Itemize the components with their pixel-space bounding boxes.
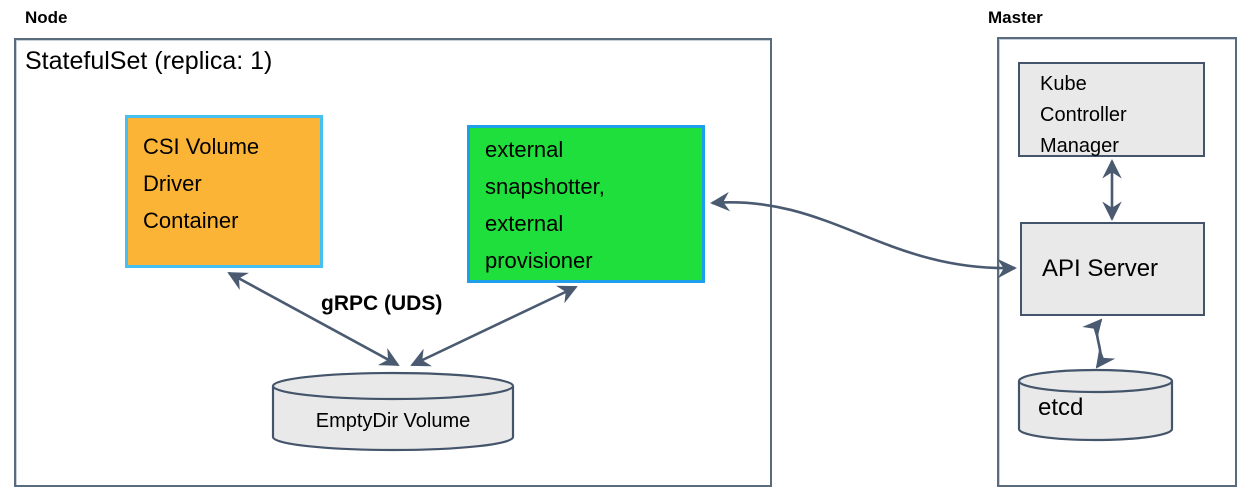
node-region-label: Node bbox=[25, 8, 68, 27]
grpc-uds-label: gRPC (UDS) bbox=[321, 292, 443, 315]
statefulset-title: StatefulSet (replica: 1) bbox=[25, 47, 273, 75]
etcd-label: etcd bbox=[1038, 394, 1084, 421]
external-sidecars-box: external snapshotter, external provision… bbox=[467, 125, 705, 283]
emptydir-volume-label: EmptyDir Volume bbox=[315, 410, 471, 432]
master-region-label: Master bbox=[988, 8, 1043, 27]
csi-volume-driver-container-box: CSI Volume Driver Container bbox=[125, 115, 323, 268]
kube-controller-manager-box: Kube Controller Manager bbox=[1018, 62, 1205, 157]
api-server-box: API Server bbox=[1020, 222, 1205, 316]
